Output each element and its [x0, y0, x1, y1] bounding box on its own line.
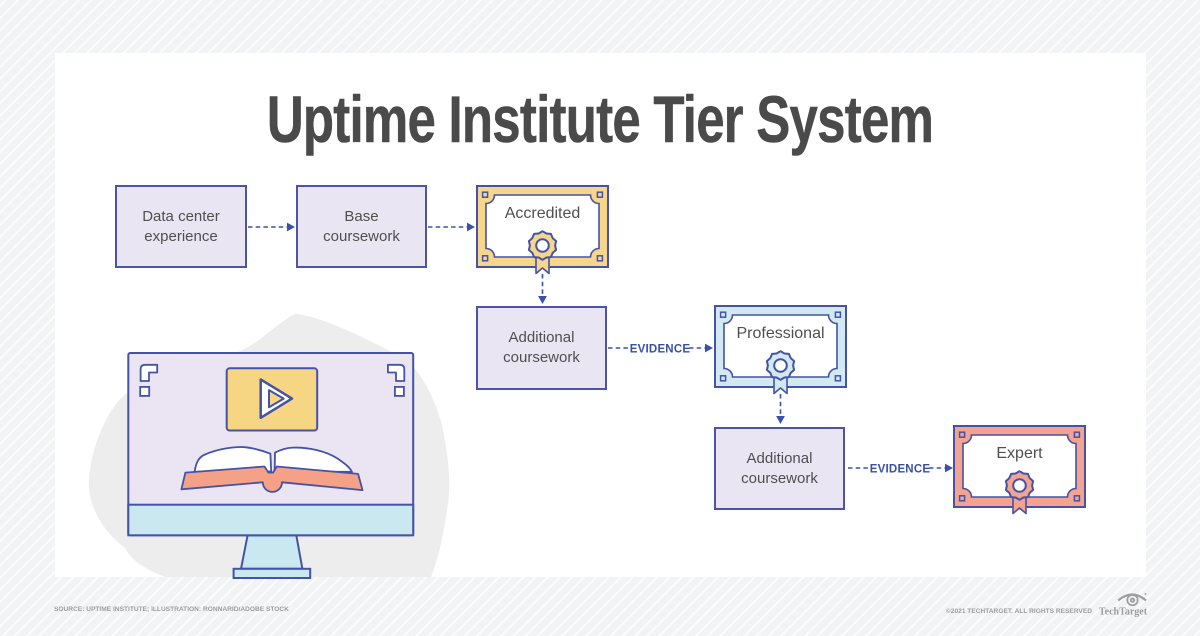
- svg-text:EVIDENCE: EVIDENCE: [870, 464, 931, 476]
- svg-text:Expert: Expert: [996, 445, 1043, 462]
- svg-text:Professional: Professional: [736, 325, 824, 342]
- svg-text:Accredited: Accredited: [505, 205, 581, 222]
- svg-text:TechTarget: TechTarget: [1099, 607, 1148, 618]
- svg-text:EVIDENCE: EVIDENCE: [630, 344, 691, 356]
